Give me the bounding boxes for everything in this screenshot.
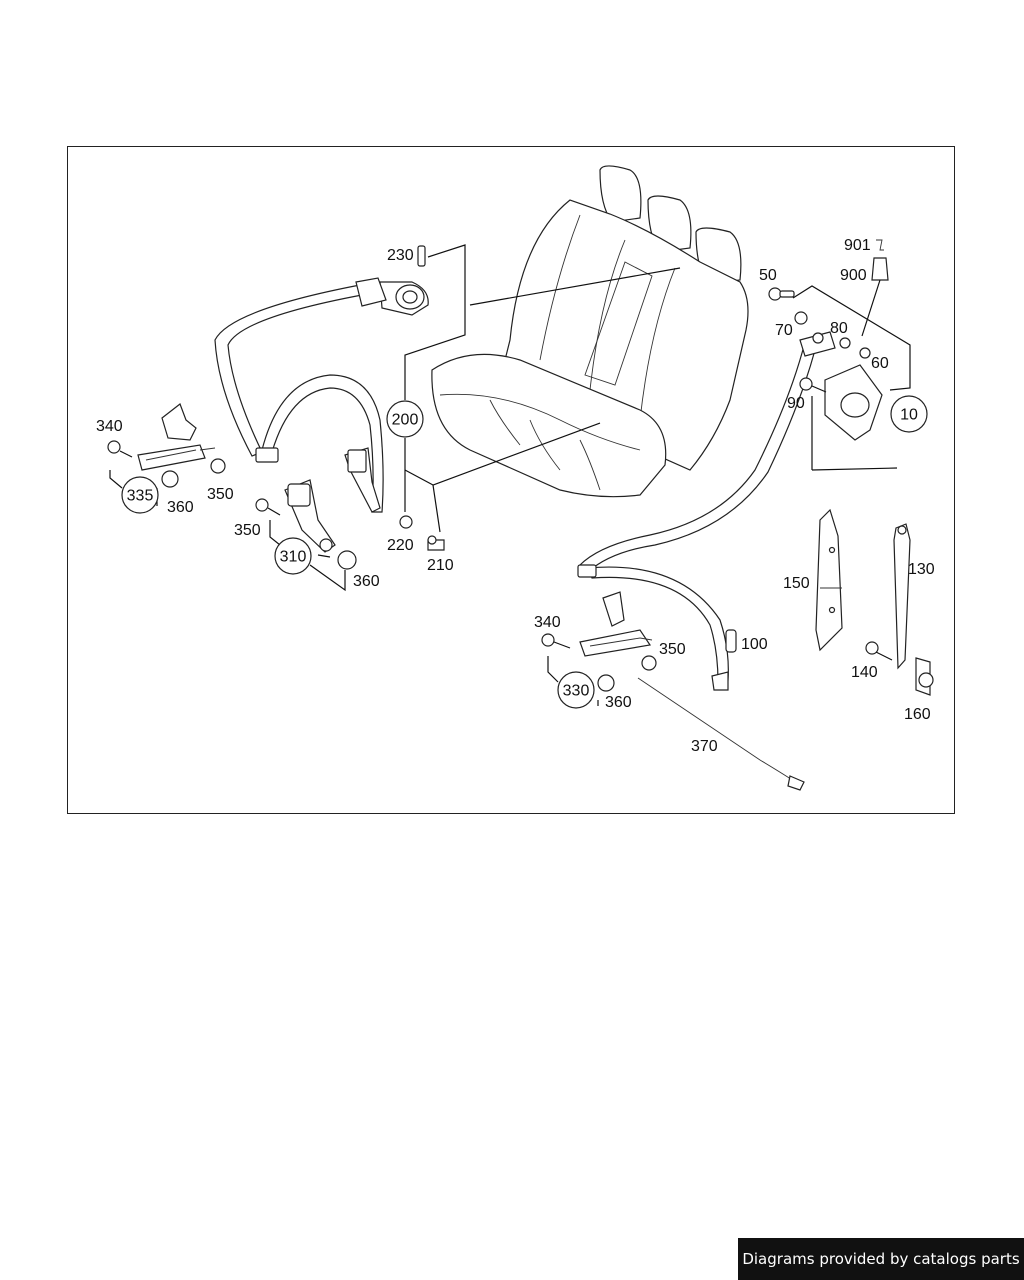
label-200: 200 [392, 412, 419, 429]
label-350-bottom: 350 [659, 641, 686, 658]
label-160: 160 [904, 706, 931, 723]
label-90: 90 [787, 395, 805, 412]
label-210: 210 [427, 557, 454, 574]
label-70: 70 [775, 322, 793, 339]
loose-parts-right [725, 508, 934, 696]
rear-seat-bench [431, 165, 749, 498]
buckle-330-group [541, 591, 805, 791]
buckle-335-group [107, 403, 226, 488]
circled-callouts: 200 10 335 310 330 [121, 395, 928, 709]
label-310: 310 [280, 549, 307, 566]
label-350-left: 350 [207, 486, 234, 503]
callout-labels: 230 50 70 80 60 90 901 900 340 350 360 3… [96, 237, 935, 755]
label-60: 60 [871, 355, 889, 372]
label-360-bottom: 360 [605, 694, 632, 711]
label-340-bottom: 340 [534, 614, 561, 631]
label-360-mid: 360 [353, 573, 380, 590]
label-10: 10 [900, 407, 918, 424]
outer-belt-assembly [577, 239, 889, 691]
label-370: 370 [691, 738, 718, 755]
label-350-mid: 350 [234, 522, 261, 539]
buckle-310-group [255, 479, 357, 570]
label-335: 335 [127, 488, 154, 505]
label-340-left: 340 [96, 418, 123, 435]
label-130: 130 [908, 561, 935, 578]
label-50: 50 [759, 267, 777, 284]
label-220: 220 [387, 537, 414, 554]
label-150: 150 [783, 575, 810, 592]
label-80: 80 [830, 320, 848, 337]
footer-credit: Diagrams provided by catalogs parts [738, 1238, 1024, 1280]
label-140: 140 [851, 664, 878, 681]
label-330: 330 [563, 683, 590, 700]
label-901: 901 [844, 237, 871, 254]
label-900: 900 [840, 267, 867, 284]
center-belt-assembly [214, 245, 445, 551]
label-230: 230 [387, 247, 414, 264]
label-100: 100 [741, 636, 768, 653]
label-360-left: 360 [167, 499, 194, 516]
diagram-frame [67, 146, 955, 814]
